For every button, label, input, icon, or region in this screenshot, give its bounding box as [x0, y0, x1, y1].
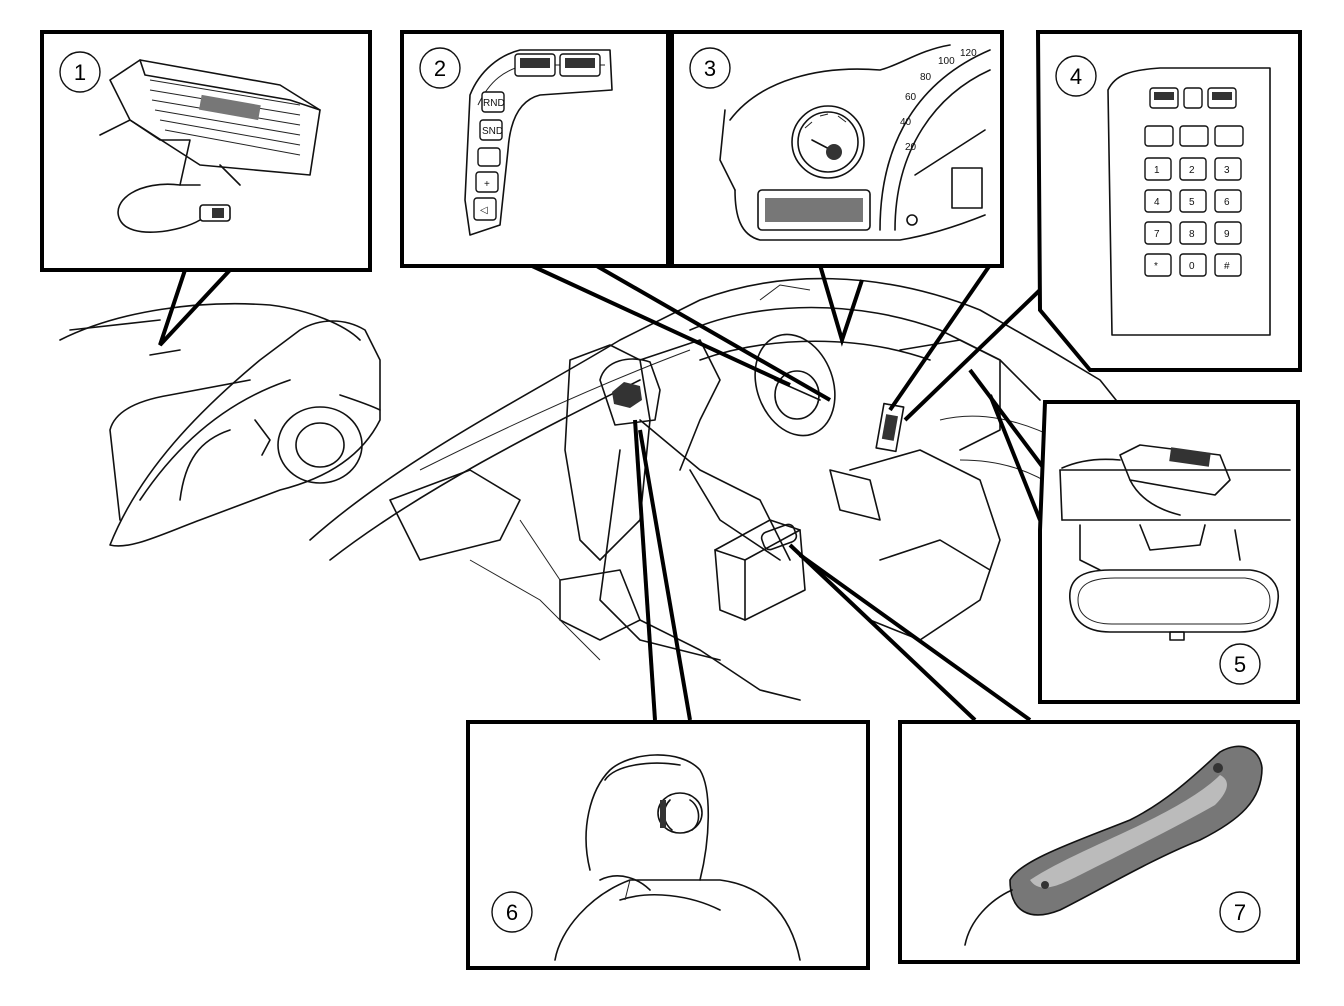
callout-6-circle	[491, 891, 533, 933]
key-4-label: 4	[1154, 197, 1160, 208]
key-1-label: 1	[1154, 165, 1160, 176]
leader-lines	[158, 263, 1047, 722]
antenna-unit-drawing	[99, 59, 321, 233]
key-1	[1144, 157, 1172, 181]
speedo-tick-80: 80	[920, 72, 932, 83]
svg-text:RND: RND	[483, 98, 505, 109]
callout-5-circle	[1219, 643, 1261, 685]
callout-2-label: 2	[434, 56, 446, 81]
key-0-label: 0	[1189, 261, 1195, 272]
car-interior-overview	[59, 277, 1141, 701]
callout-3-circle	[689, 47, 731, 89]
key-2	[1179, 157, 1207, 181]
panel-2-steering-wheel-keypad: RND SND + ◁ 2	[400, 30, 670, 268]
key-4	[1144, 189, 1172, 213]
callout-7-circle	[1219, 891, 1261, 933]
speedo-tick-60: 60	[905, 92, 917, 103]
key-9	[1214, 221, 1242, 245]
handset-drawing	[964, 745, 1263, 946]
key-star-label: *	[1154, 261, 1158, 272]
callout-6-label: 6	[506, 900, 518, 925]
car-exterior-drawing	[59, 303, 381, 547]
instrument-cluster-drawing: 20 40 60 80 100 120	[719, 44, 991, 241]
key-hash-label: #	[1224, 261, 1230, 272]
key-2-label: 2	[1189, 165, 1195, 176]
callout-7-label: 7	[1234, 900, 1246, 925]
keypad-numeric-keys: 1 2 3 4 5 6 7 8 9 * 0 #	[1144, 157, 1242, 277]
callout-4-circle	[1055, 55, 1097, 97]
callout-1-circle	[59, 51, 101, 93]
key-8-label: 8	[1189, 229, 1195, 240]
headrest-drawing	[554, 754, 801, 961]
key-3	[1214, 157, 1242, 181]
callout-3-label: 3	[704, 56, 716, 81]
callout-5-label: 5	[1234, 652, 1246, 677]
microphone-drawing	[1059, 444, 1291, 641]
key-star	[1144, 253, 1172, 277]
panel-3-instrument-display: 20 40 60 80 100 120 3	[670, 30, 1004, 268]
key-5-label: 5	[1189, 197, 1195, 208]
key-hash	[1214, 253, 1242, 277]
key-9-label: 9	[1224, 229, 1230, 240]
svg-text:+: +	[484, 179, 490, 190]
key-7	[1144, 221, 1172, 245]
steering-keypad-drawing: RND SND + ◁	[464, 49, 613, 236]
key-7-label: 7	[1154, 229, 1160, 240]
key-3-label: 3	[1224, 165, 1230, 176]
speedo-tick-120: 120	[960, 48, 977, 59]
svg-text:SND: SND	[482, 126, 503, 137]
speedo-tick-20: 20	[905, 142, 917, 153]
panel-5-mirror-microphone: 5	[1038, 400, 1300, 704]
key-0	[1179, 253, 1207, 277]
speedo-tick-100: 100	[938, 56, 955, 67]
callout-4-label: 4	[1070, 64, 1082, 89]
panel-6-headrest-speaker: 6	[466, 720, 870, 970]
speedo-tick-40: 40	[900, 117, 912, 128]
panel-7-handset: 7	[898, 720, 1300, 964]
keypad-drawing: 1 2 3 4 5 6 7 8 9 * 0 #	[1107, 67, 1271, 336]
svg-text:◁: ◁	[480, 205, 488, 216]
key-8	[1179, 221, 1207, 245]
cabin-drawing	[309, 277, 1141, 701]
callout-2-circle	[419, 47, 461, 89]
panel-1-antenna: 1	[40, 30, 372, 272]
key-5	[1179, 189, 1207, 213]
key-6-label: 6	[1224, 197, 1230, 208]
panel-4-console-keypad: 1 2 3 4 5 6 7 8 9 * 0 # 4	[1035, 30, 1302, 372]
key-6	[1214, 189, 1242, 213]
callout-1-label: 1	[74, 60, 86, 85]
